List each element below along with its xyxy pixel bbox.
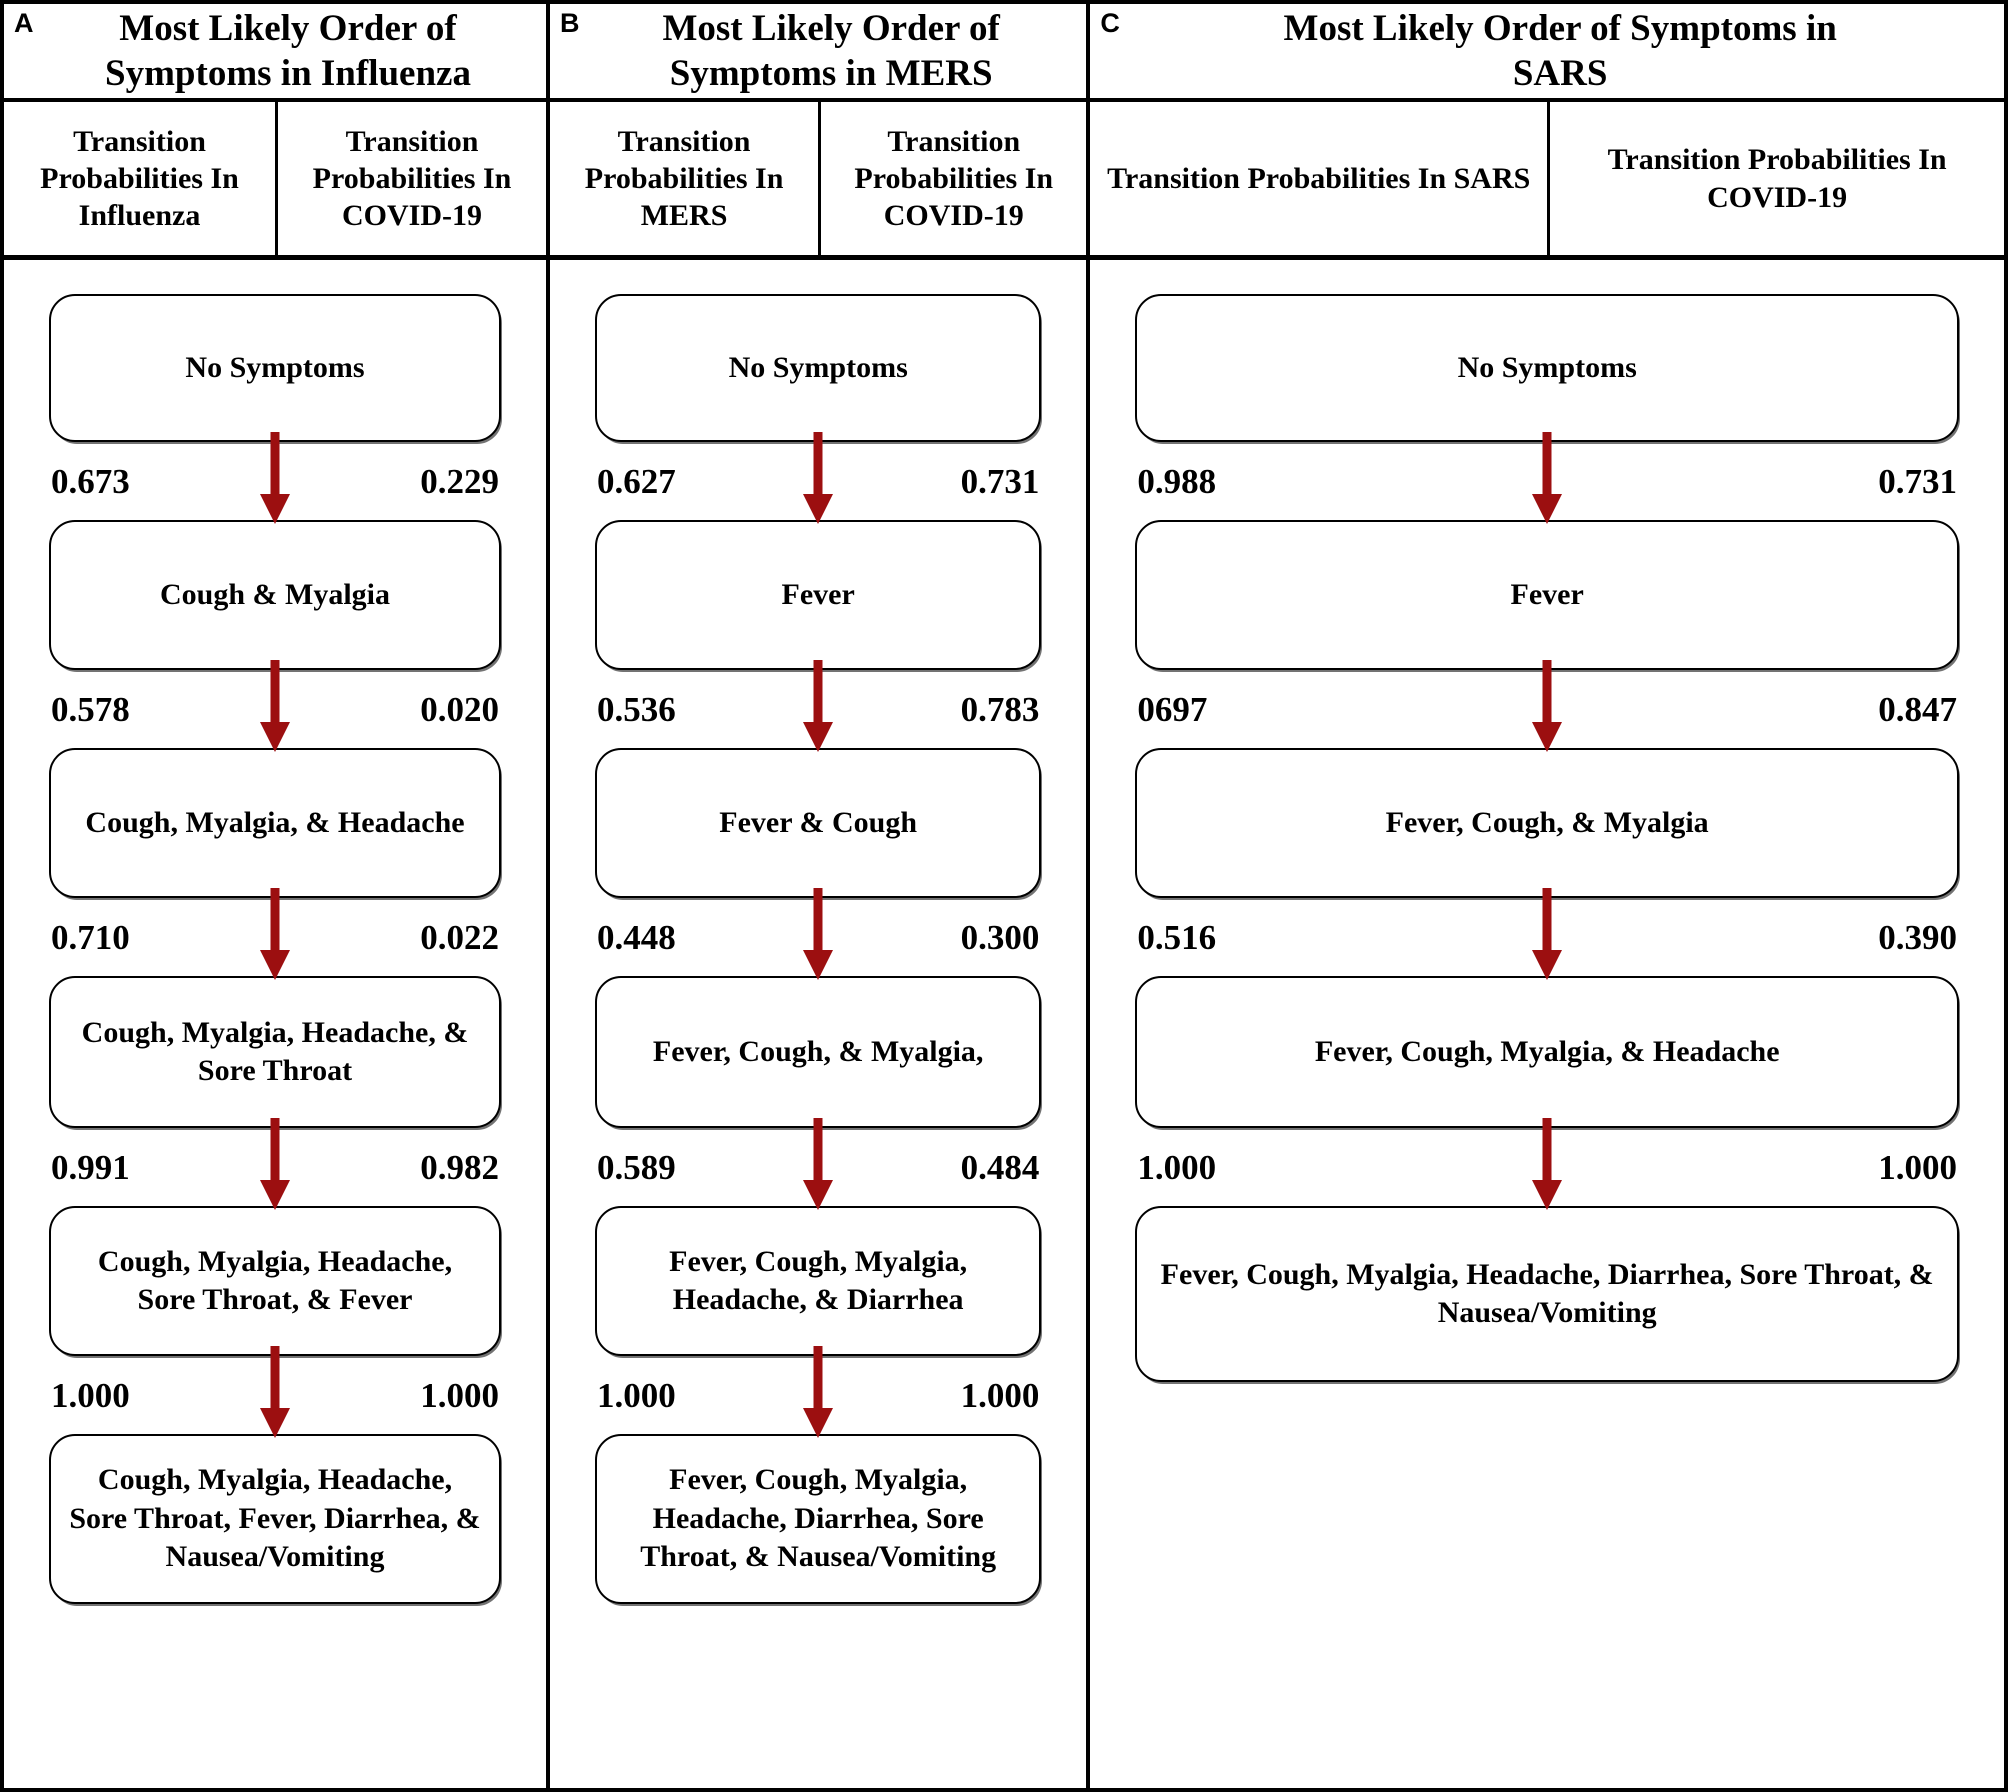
panel-title-row: A Most Likely Order of Symptoms in Influ… [4, 4, 546, 102]
down-arrow-icon [800, 1118, 836, 1214]
transition-prob-covid: 0.731 [960, 461, 1040, 501]
node-state: No Symptoms [1135, 294, 1959, 442]
node-state: Cough, Myalgia, Headache, Sore Throat, F… [49, 1434, 501, 1604]
column-header-source: Transition Probabilities In Influenza [40, 124, 239, 233]
down-arrow-icon [1529, 660, 1565, 756]
transition-step: 0.991 0.982 [49, 1118, 501, 1210]
down-arrow-icon [257, 1118, 293, 1214]
down-arrow-icon [800, 660, 836, 756]
node-state: Fever, Cough, Myalgia, Headache, Diarrhe… [595, 1434, 1042, 1604]
column-header-covid: Transition Probabilities In COVID-19 [1547, 102, 2004, 255]
transition-prob-covid: 0.484 [960, 1147, 1040, 1187]
column-header-row: Transition Probabilities In SARS Transit… [1090, 102, 2004, 260]
transition-prob-covid: 1.000 [420, 1375, 499, 1415]
transition-step: 0.988 0.731 [1135, 432, 1959, 524]
node-state: Fever, Cough, Myalgia, Headache, Diarrhe… [1135, 1206, 1959, 1382]
column-header-row: Transition Probabilities In MERS Transit… [550, 102, 1087, 260]
node-state: Cough & Myalgia [49, 520, 501, 670]
down-arrow-icon [257, 1346, 293, 1442]
node-state: No Symptoms [49, 294, 501, 442]
transition-prob-source: 0.627 [597, 461, 676, 501]
column-header-row: Transition Probabilities In Influenza Tr… [4, 102, 546, 260]
flow-chart: No Symptoms 0.988 0.731 Fever 0697 0.847… [1090, 260, 2004, 1788]
panel-title-row: C Most Likely Order of Symptoms in SARS [1090, 4, 2004, 102]
transition-prob-covid: 0.300 [960, 917, 1040, 957]
transition-prob-source: 0.589 [597, 1147, 676, 1187]
transition-prob-covid: 0.731 [1878, 461, 1957, 501]
transition-step: 0.578 0.020 [49, 660, 501, 752]
transition-prob-source: 0.673 [51, 461, 130, 501]
transition-prob-source: 0.710 [51, 917, 130, 957]
transition-step: 0.627 0.731 [595, 432, 1041, 524]
flow-chart: No Symptoms 0.673 0.229 Cough & Myalgia … [4, 260, 546, 1788]
panel-title-row: B Most Likely Order of Symptoms in MERS [550, 4, 1087, 102]
panel-sars: C Most Likely Order of Symptoms in SARS … [1086, 4, 2004, 1788]
transition-prob-covid: 1.000 [1878, 1147, 1957, 1187]
transition-prob-covid: 1.000 [960, 1375, 1040, 1415]
node-state: Fever, Cough, Myalgia, & Headache [1135, 976, 1959, 1128]
transition-prob-covid: 0.982 [420, 1147, 499, 1187]
column-header-source: Transition Probabilities In MERS [584, 124, 784, 233]
node-state: Fever, Cough, & Myalgia, [595, 976, 1042, 1128]
node-state: Fever [1135, 520, 1959, 670]
transition-prob-source: 0697 [1137, 689, 1208, 729]
transition-step: 0.673 0.229 [49, 432, 501, 524]
node-state: Fever, Cough, Myalgia, Headache, & Diarr… [595, 1206, 1042, 1356]
page-title: Most Likely Order of Symptoms in Influen… [105, 8, 471, 95]
panel-letter-b: B [560, 8, 580, 38]
down-arrow-icon [257, 888, 293, 984]
transition-prob-source: 1.000 [51, 1375, 130, 1415]
transition-step: 0697 0.847 [1135, 660, 1959, 752]
transition-step: 0.536 0.783 [595, 660, 1041, 752]
down-arrow-icon [1529, 888, 1565, 984]
transition-step: 1.000 1.000 [595, 1346, 1041, 1438]
transition-prob-source: 0.578 [51, 689, 130, 729]
down-arrow-icon [257, 660, 293, 756]
down-arrow-icon [1529, 1118, 1565, 1214]
panel-letter-a: A [14, 8, 34, 38]
panel-influenza: A Most Likely Order of Symptoms in Influ… [4, 4, 546, 1788]
transition-prob-source: 0.516 [1137, 917, 1217, 957]
node-state: No Symptoms [595, 294, 1042, 442]
node-state: Fever & Cough [595, 748, 1042, 898]
node-state: Cough, Myalgia, & Headache [49, 748, 501, 898]
node-state: Fever [595, 520, 1042, 670]
column-header-covid: Transition Probabilities In COVID-19 [818, 102, 1086, 255]
transition-step: 1.000 1.000 [49, 1346, 501, 1438]
column-header-covid: Transition Probabilities In COVID-19 [275, 102, 546, 255]
page-title: Most Likely Order of Symptoms in MERS [662, 8, 1000, 95]
panel-letter-c: C [1100, 8, 1120, 38]
node-state: Cough, Myalgia, Headache, & Sore Throat [49, 976, 501, 1128]
transition-prob-source: 0.991 [51, 1147, 130, 1187]
transition-prob-source: 0.988 [1137, 461, 1217, 501]
transition-prob-covid: 0.783 [960, 689, 1040, 729]
transition-prob-covid: 0.847 [1878, 689, 1957, 729]
transition-step: 0.589 0.484 [595, 1118, 1041, 1210]
down-arrow-icon [800, 432, 836, 528]
down-arrow-icon [1529, 432, 1565, 528]
transition-prob-covid: 0.390 [1878, 917, 1957, 957]
transition-prob-source: 1.000 [597, 1375, 676, 1415]
page-title: Most Likely Order of Symptoms in SARS [1283, 8, 1837, 95]
transition-prob-source: 0.536 [597, 689, 676, 729]
node-state: Cough, Myalgia, Headache, Sore Throat, &… [49, 1206, 501, 1356]
transition-step: 0.448 0.300 [595, 888, 1041, 980]
transition-prob-covid: 0.022 [420, 917, 499, 957]
column-header-source: Transition Probabilities In SARS [1107, 161, 1531, 195]
down-arrow-icon [800, 888, 836, 984]
transition-prob-covid: 0.020 [420, 689, 499, 729]
transition-step: 1.000 1.000 [1135, 1118, 1959, 1210]
down-arrow-icon [257, 432, 293, 528]
transition-prob-covid: 0.229 [420, 461, 499, 501]
flow-chart: No Symptoms 0.627 0.731 Fever 0.536 0.78… [550, 260, 1086, 1788]
panel-mers: B Most Likely Order of Symptoms in MERS … [546, 4, 1087, 1788]
transition-prob-source: 1.000 [1137, 1147, 1217, 1187]
node-state: Fever, Cough, & Myalgia [1135, 748, 1959, 898]
transition-step: 0.516 0.390 [1135, 888, 1959, 980]
transition-prob-source: 0.448 [597, 917, 676, 957]
transition-step: 0.710 0.022 [49, 888, 501, 980]
down-arrow-icon [800, 1346, 836, 1442]
